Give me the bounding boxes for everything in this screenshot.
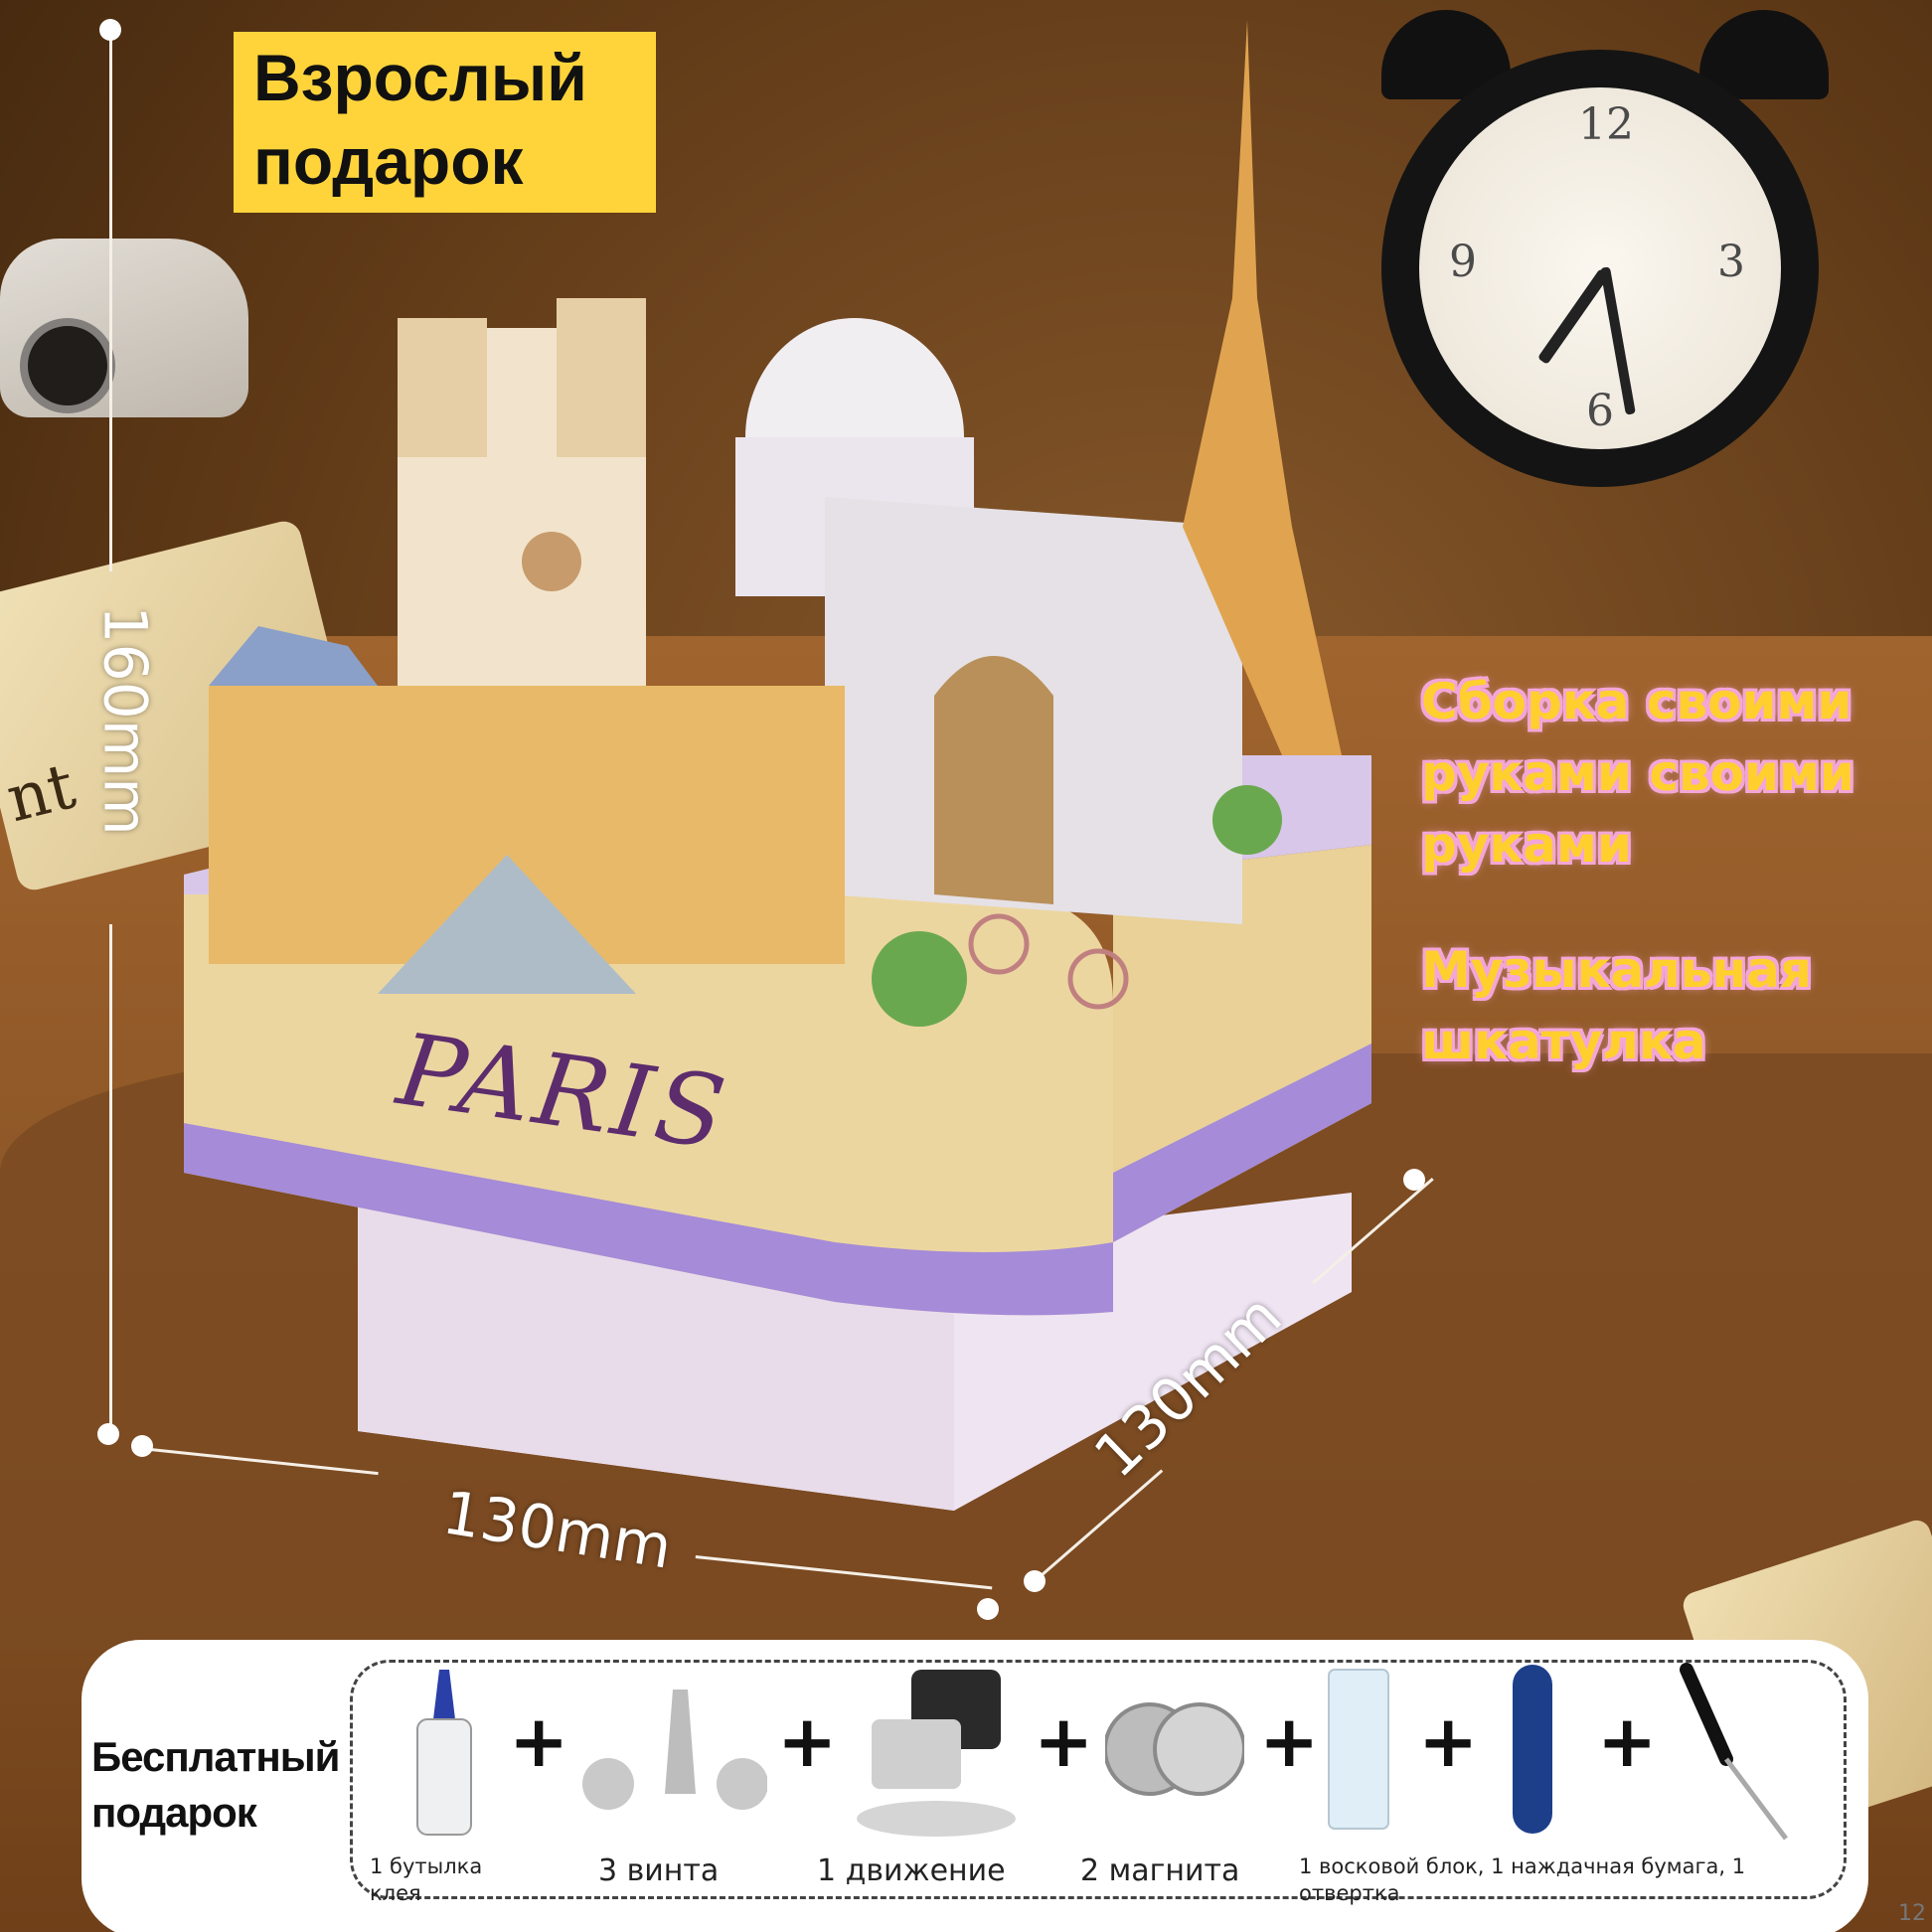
platform-side-purple (1113, 1044, 1371, 1242)
badge-line-1: Взрослый (253, 41, 587, 114)
feature-music-line-2: шкатулка (1421, 1013, 1706, 1070)
dimension-dot (97, 1423, 119, 1445)
bush (1212, 785, 1282, 855)
plus-icon: + (777, 1699, 838, 1783)
bush (872, 931, 967, 1027)
feature-diy-line-1: Сборка своими (1421, 673, 1852, 730)
free-gift-title-line-1: Бесплатный (91, 1733, 340, 1780)
bike-wheel (1067, 948, 1129, 1010)
dimension-dot (99, 19, 121, 41)
feature-music-line-1: Музыкальная (1421, 941, 1812, 999)
adult-gift-badge: Взрослый подарок (234, 32, 656, 213)
gift-item-label: 3 винта (598, 1853, 720, 1888)
feature-diy-line-3: руками (1421, 816, 1632, 874)
height-line-top (109, 30, 112, 571)
alarm-clock: 12 3 6 9 (1371, 10, 1849, 527)
clock-number: 3 (1717, 237, 1745, 287)
glue-bottle-icon (416, 1670, 472, 1836)
dimension-dot (131, 1435, 153, 1457)
plus-icon: + (509, 1699, 569, 1783)
screwdriver-icon (1680, 1663, 1788, 1841)
plus-icon: + (1597, 1699, 1658, 1783)
music-movement-icon (857, 1670, 1016, 1837)
clock-dial: 12 3 6 9 (1419, 87, 1781, 449)
gift-items-box (350, 1660, 1847, 1899)
plus-icon: + (1259, 1699, 1320, 1783)
arc-opening (934, 656, 1053, 904)
dimension-dot (1024, 1570, 1046, 1592)
free-gift-title-line-2: подарок (91, 1789, 257, 1836)
wax-block-icon (1328, 1669, 1389, 1830)
dimension-dot (977, 1598, 999, 1620)
feature-diy-line-2: руками своими (1421, 744, 1854, 802)
badge-line-2: подарок (253, 124, 524, 198)
height-label: 160mm (89, 605, 160, 836)
plus-icon: + (1034, 1699, 1094, 1783)
notre-dame-tower (398, 318, 487, 457)
gift-item-label: 1 восковой блок, 1 наждачная бумага, 1 о… (1299, 1854, 1746, 1905)
rose-window (522, 532, 581, 591)
notre-dame-tower (557, 298, 646, 457)
magnets-icon (1105, 1702, 1244, 1796)
plus-icon: + (1418, 1699, 1479, 1783)
louvre-roof (209, 626, 378, 686)
gift-item-label: 1 движение (817, 1853, 1006, 1888)
gift-item-label: 2 магнита (1080, 1853, 1240, 1888)
free-gift-title: Бесплатный подарок (91, 1729, 340, 1841)
dimension-dot (1403, 1169, 1425, 1191)
platform-purple-band (184, 1123, 1113, 1316)
box-front-lower (358, 1173, 954, 1511)
clock-number: 6 (1586, 386, 1614, 436)
gift-item-label: 1 бутылка клея (370, 1854, 483, 1905)
sandpaper-icon (1513, 1665, 1552, 1834)
louvre-pyramid (378, 855, 636, 994)
free-gift-panel: Бесплатный подарок 1 бутылка клея + 3 ви… (81, 1640, 1868, 1932)
clock-number: 9 (1449, 237, 1477, 287)
bike-wheel (968, 913, 1030, 975)
clock-number: 12 (1578, 99, 1634, 150)
watermark: 12 (1898, 1901, 1926, 1926)
height-line-bottom (109, 924, 112, 1431)
screws-icon (582, 1690, 767, 1810)
eiffel-tower (1183, 20, 1342, 755)
